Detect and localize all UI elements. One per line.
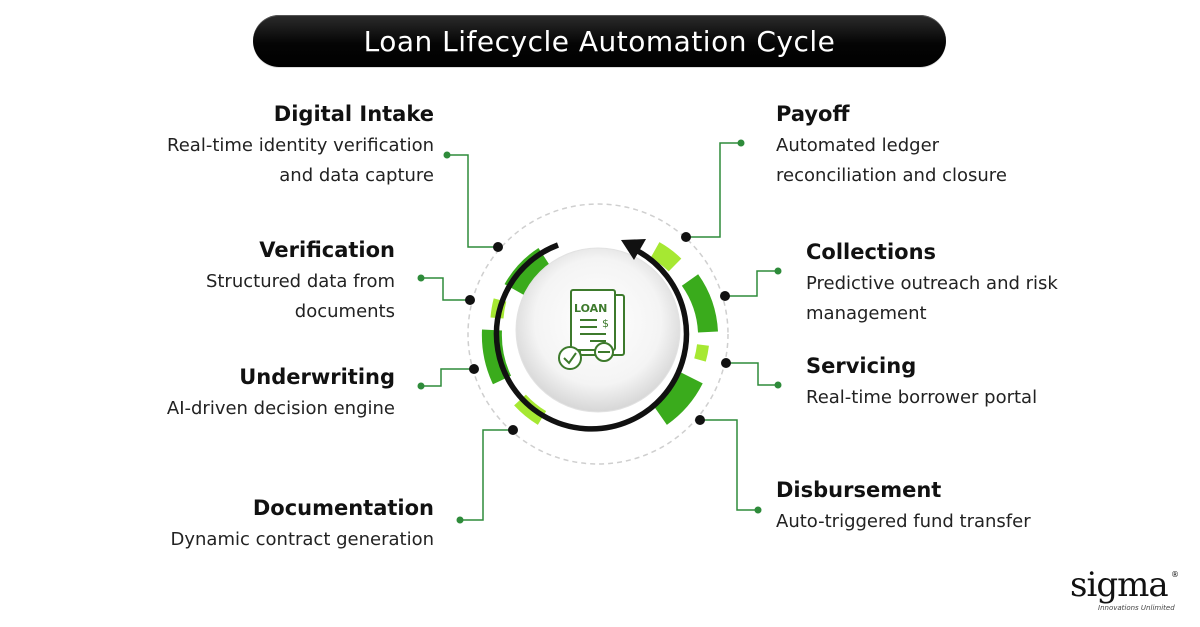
node-documentation — [508, 425, 518, 435]
stage-name: Digital Intake — [273, 102, 434, 126]
connector-verification — [421, 277, 470, 301]
stage-disbursement: Disbursement Auto-triggered fund transfe… — [776, 475, 1031, 539]
connector-documentation — [460, 429, 513, 521]
arc-segment-3 — [481, 329, 512, 385]
connector-payoff — [686, 142, 741, 238]
stage-desc-line-2: management — [806, 303, 927, 324]
stage-underwriting: Underwriting AI-driven decision engine — [167, 362, 395, 426]
node-verification — [465, 295, 475, 305]
arc-segment-7 — [694, 344, 709, 362]
arc-segment-1 — [504, 247, 552, 297]
stage-name: Underwriting — [239, 365, 395, 389]
stage-desc-line-2: documents — [294, 301, 395, 322]
title-banner: Loan Lifecycle Automation Cycle — [253, 15, 946, 67]
stage-desc-line-2: and data capture — [279, 165, 434, 186]
logo-tagline: Innovations Unlimited — [1098, 604, 1175, 612]
diagram-title: Loan Lifecycle Automation Cycle — [363, 24, 836, 58]
stage-desc-line-2: reconciliation and closure — [776, 165, 1007, 186]
stage-name: Verification — [259, 238, 395, 262]
cycle-arrow — [493, 242, 690, 432]
node-digital-intake — [493, 242, 503, 252]
cycle-arrowhead — [621, 239, 646, 260]
stage-desc-line-1: AI-driven decision engine — [166, 398, 395, 419]
node-collections — [720, 291, 730, 301]
node-servicing — [721, 358, 731, 368]
stage-digital-intake: Digital Intake Real-time identity verifi… — [167, 99, 434, 193]
connector-endpoints — [465, 232, 731, 435]
stage-documentation: Documentation Dynamic contract generatio… — [171, 493, 434, 557]
connector-disbursement — [700, 419, 758, 511]
stage-desc-line-1: Real-time borrower portal — [806, 387, 1038, 408]
arc-segment-8 — [652, 372, 703, 425]
connector-collections — [725, 270, 778, 297]
stage-name: Disbursement — [776, 478, 942, 502]
outer-dashed-ring — [467, 203, 729, 465]
stage-collections: Collections Predictive outreach and risk… — [806, 237, 1058, 331]
label-endpoints — [417, 139, 782, 524]
sigma-logo: sigma ® Innovations Unlimited — [1070, 568, 1180, 618]
stage-desc-line-1: Real-time identity verification — [167, 135, 434, 156]
loan-document-icon — [558, 289, 625, 370]
arc-segment-5 — [650, 242, 682, 272]
stage-name: Servicing — [806, 354, 917, 378]
connector-servicing — [726, 362, 778, 386]
stage-desc-line-1: Structured data from — [205, 271, 395, 292]
stage-payoff: Payoff Automated ledger reconciliation a… — [776, 99, 1007, 193]
stage-desc-line-1: Auto-triggered fund transfer — [776, 511, 1031, 532]
loan-icon-label: LOAN — [574, 302, 607, 315]
stage-servicing: Servicing Real-time borrower portal — [806, 351, 1037, 415]
node-underwriting — [469, 364, 479, 374]
node-payoff — [681, 232, 691, 242]
stage-name: Collections — [806, 240, 937, 264]
stage-name: Documentation — [252, 496, 434, 520]
stage-name: Payoff — [776, 102, 850, 126]
stage-desc-line-1: Dynamic contract generation — [170, 529, 434, 550]
arc-segment-6 — [681, 274, 718, 333]
loan-icon-dollar: $ — [602, 317, 609, 330]
stage-desc-line-1: Automated ledger — [776, 135, 940, 156]
stage-desc-line-1: Predictive outreach and risk — [806, 273, 1058, 294]
stage-verification: Verification Structured data from docume… — [206, 235, 395, 329]
connector-underwriting — [421, 368, 474, 387]
logo-registered-mark: ® — [1171, 570, 1179, 579]
logo-wordmark: sigma — [1070, 565, 1169, 605]
connector-digital-intake — [447, 154, 498, 248]
node-disbursement — [695, 415, 705, 425]
connectors — [421, 142, 778, 521]
